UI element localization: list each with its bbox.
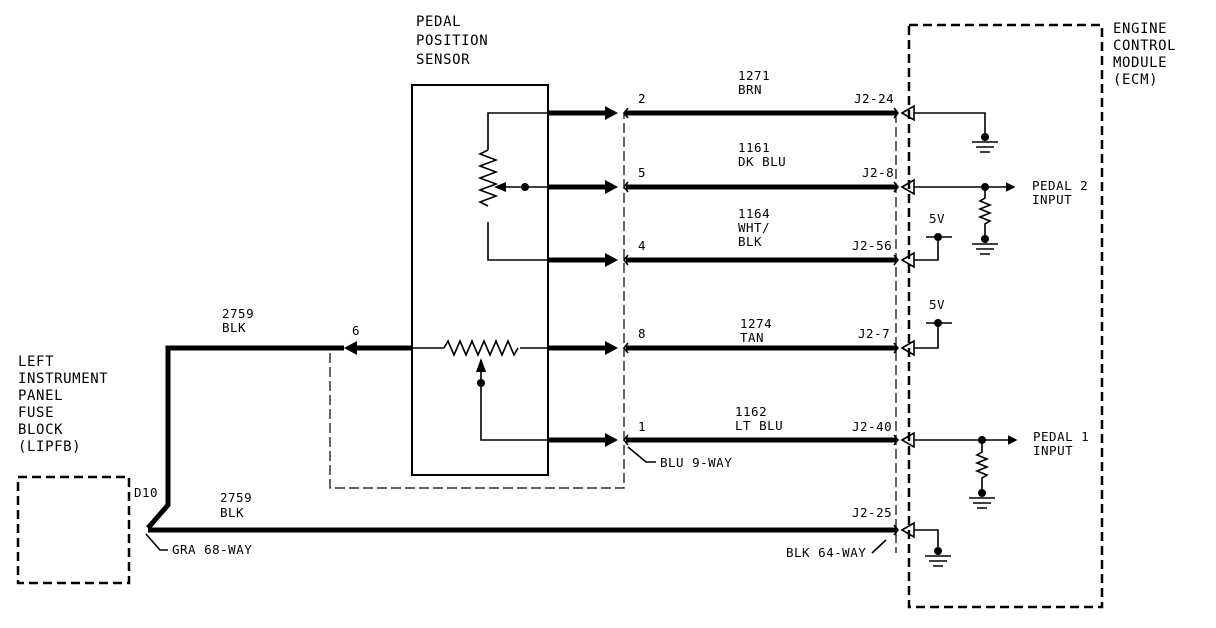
pot1-wiper-arrow [476,358,486,372]
ecm-connector-leader [871,539,887,554]
pin-labels: 2 5 4 8 1 6 [352,91,646,434]
sensor-body [411,84,549,476]
pps-connector-outline [329,112,628,489]
pedal-position-sensor: PEDAL POSITION SENSOR [411,14,549,476]
lipfb-title-line3: PANEL [18,388,63,404]
wire-number: 1161 [738,140,770,155]
wire-number: 1274 [740,316,772,331]
lipfb-box [16,475,131,585]
ecm-ground-line [914,112,986,134]
wire-number: 2759 [220,490,252,505]
ecm-pin-labels: J2-24 J2-8 J2-56 J2-7 J2-40 J2-25 [852,91,894,520]
pedal1-input-label-2: INPUT [1033,443,1073,458]
ground-icon [925,555,951,567]
lipfb-title-line1: LEFT [18,354,54,370]
pedal1-input-label-1: PEDAL 1 [1033,429,1089,444]
ground-icon [972,243,998,255]
pot1-resistor [443,338,519,358]
wire-number: 1162 [735,404,767,419]
wire-number: 2759 [222,306,254,321]
ecm-pin-label: J2-8 [862,165,894,180]
ecm-pin-label: J2-24 [854,91,894,106]
lipfb-title-line5: BLOCK [18,422,63,438]
ecm-box [907,23,1104,609]
lipfb-connector-leader [145,533,168,551]
lipfb: LEFT INSTRUMENT PANEL FUSE BLOCK (LIPFB)… [16,354,252,585]
pps-connector-leader [627,446,656,463]
wire-labels: 1271 BRN 1161 DK BLU 1164 WHT/ BLK 1274 … [220,68,786,520]
reference-5v-lower: 5V [929,297,945,312]
sensor-title-line2: POSITION [416,33,488,49]
pulldown-resistor [974,440,990,490]
pin-label: 5 [638,165,646,180]
lipfb-title-line2: INSTRUMENT [18,371,108,387]
pin-label: 4 [638,238,646,253]
ecm-title-line3: MODULE [1113,55,1167,71]
wire-color: TAN [740,330,764,345]
lipfb-connector-label: GRA 68-WAY [172,542,252,557]
wire-color: LT BLU [735,418,783,433]
pot2-wiper-arrow [494,182,506,192]
wire-color: BRN [738,82,762,97]
ground-icon [969,497,995,509]
pot2-wiper-node [521,183,529,191]
pulldown-resistor [977,187,993,236]
pin-label: 6 [352,323,360,338]
ecm-connector-label: BLK 64-WAY [786,545,866,560]
wire-color: BLK [220,505,244,520]
lipfb-terminal: D10 [134,485,158,500]
ground-icon [972,141,998,153]
pedal2-input-label-2: INPUT [1032,192,1072,207]
reference-5v-upper: 5V [929,211,945,226]
pot1-wiper-line [480,372,548,441]
wire-number: 1271 [738,68,770,83]
pin-label: 1 [638,419,646,434]
sensor-title-line1: PEDAL [416,14,461,30]
ecm-pin-label: J2-25 [852,505,892,520]
sensor-feed-wire [146,345,344,530]
wire-color: BLK [738,234,762,249]
pot2-resistor [477,149,499,207]
pin-label: 8 [638,326,646,341]
circuit-wires [622,107,900,536]
wire-color: DK BLU [738,154,786,169]
sensor-title-line3: SENSOR [416,52,470,68]
ecm-pin-label: J2-7 [858,326,890,341]
pot2-wiring [487,112,548,261]
ecm-title-line2: CONTROL [1113,38,1176,54]
ecm-title-line4: (ECM) [1113,72,1158,88]
ecm-pin-label: J2-40 [852,419,892,434]
pin-label: 2 [638,91,646,106]
wire-color: BLK [222,320,246,335]
wire-color: WHT/ [738,220,770,235]
lipfb-title-line6: (LIPFB) [18,439,81,455]
wire-number: 1164 [738,206,770,221]
pot1-wiper-node [477,379,485,387]
lipfb-title-line4: FUSE [18,405,54,421]
pps-connector-label: BLU 9-WAY [660,455,732,470]
ecm: ENGINE CONTROL MODULE (ECM) PEDAL 2 INPU… [900,21,1176,609]
sensor-connector-stubs [344,106,618,447]
pedal2-input-label-1: PEDAL 2 [1032,178,1088,193]
ecm-title-line1: ENGINE [1113,21,1167,37]
ecm-pin-label: J2-56 [852,238,892,253]
